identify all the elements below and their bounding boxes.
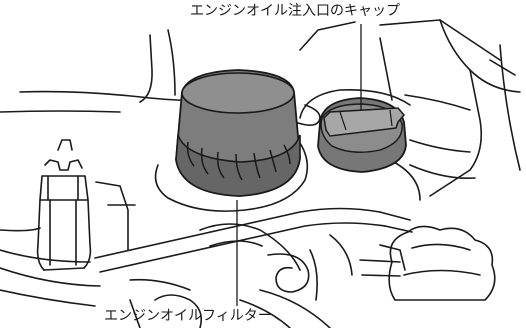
pipes-and-hoses	[0, 207, 413, 329]
oil-filter	[175, 69, 301, 197]
oil-filler-cap-label: エンジンオイル注入口のキャップ	[190, 3, 400, 19]
reservoir-tank	[388, 225, 496, 301]
oil-filter-label: エンジンオイルフィルター	[104, 308, 272, 324]
engine-block-contour	[0, 19, 521, 232]
coiled-hose	[267, 253, 310, 293]
sensor-connector	[36, 139, 136, 271]
oil-filler-cap	[317, 97, 407, 173]
